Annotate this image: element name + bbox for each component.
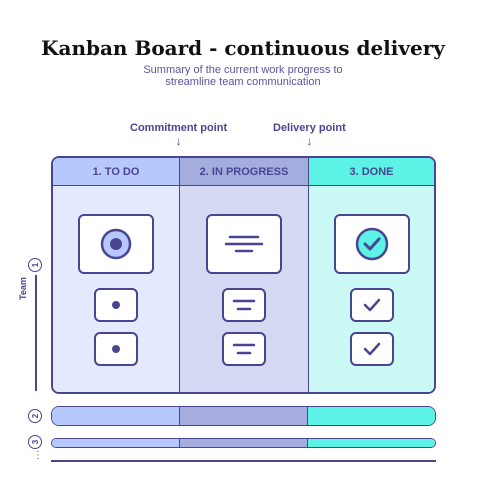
- team-number-2: 2: [28, 409, 42, 423]
- task-card-large[interactable]: [206, 214, 282, 274]
- column-header-in-progress: 2. IN PROGRESS: [180, 158, 308, 186]
- task-card-small[interactable]: [350, 332, 394, 366]
- kanban-board: 1. TO DO 2. IN PROGRESS: [51, 156, 436, 394]
- column-done: 3. DONE: [309, 158, 434, 392]
- lines-icon: [224, 235, 264, 253]
- dot-icon: [112, 301, 120, 309]
- arrow-down-icon: ↓: [306, 134, 313, 148]
- column-in-progress: 2. IN PROGRESS: [180, 158, 309, 392]
- team-2-done-segment: [308, 407, 435, 425]
- subtitle-line-1: Summary of the current work progress to: [143, 64, 343, 76]
- task-card-large[interactable]: [78, 214, 154, 274]
- team-3-done-segment: [308, 439, 435, 447]
- dot-icon: [112, 345, 120, 353]
- commitment-point-label: Commitment point: [130, 122, 228, 134]
- task-card-small[interactable]: [94, 332, 138, 366]
- task-card-small[interactable]: [222, 288, 266, 322]
- team-number-3: 3: [28, 435, 42, 449]
- team-3-todo-segment: [52, 439, 180, 447]
- column-header-done: 3. DONE: [309, 158, 434, 186]
- delivery-point: Delivery point ↓: [273, 122, 346, 148]
- team-2-todo-segment: [52, 407, 180, 425]
- task-card-large[interactable]: [334, 214, 410, 274]
- team-3-lane[interactable]: [51, 438, 436, 448]
- column-todo: 1. TO DO: [53, 158, 180, 392]
- lines-icon: [232, 343, 256, 355]
- lines-icon: [232, 299, 256, 311]
- column-header-todo: 1. TO DO: [53, 158, 179, 186]
- more-teams-ellipsis: ⋮: [33, 450, 43, 461]
- team-number-1: 1: [28, 258, 42, 272]
- arrow-down-icon: ↓: [175, 134, 182, 148]
- task-card-small[interactable]: [350, 288, 394, 322]
- team-3-progress-segment: [180, 439, 308, 447]
- bottom-divider: [51, 460, 436, 462]
- subtitle-line-2: streamline team communication: [165, 76, 321, 88]
- delivery-point-label: Delivery point: [273, 122, 346, 134]
- page-title: Kanban Board - continuous delivery: [41, 36, 445, 60]
- page-subtitle: Summary of the current work progress to …: [0, 64, 486, 88]
- check-icon: [363, 342, 381, 356]
- commitment-point: Commitment point ↓: [130, 122, 227, 148]
- check-circle-icon: [355, 227, 389, 261]
- team-2-progress-segment: [180, 407, 308, 425]
- task-card-small[interactable]: [94, 288, 138, 322]
- check-icon: [363, 298, 381, 312]
- team-axis-label: Team: [18, 277, 28, 300]
- dot-icon: [100, 228, 132, 260]
- team-1-axis-line: [35, 275, 37, 391]
- task-card-small[interactable]: [222, 332, 266, 366]
- team-2-lane[interactable]: [51, 406, 436, 426]
